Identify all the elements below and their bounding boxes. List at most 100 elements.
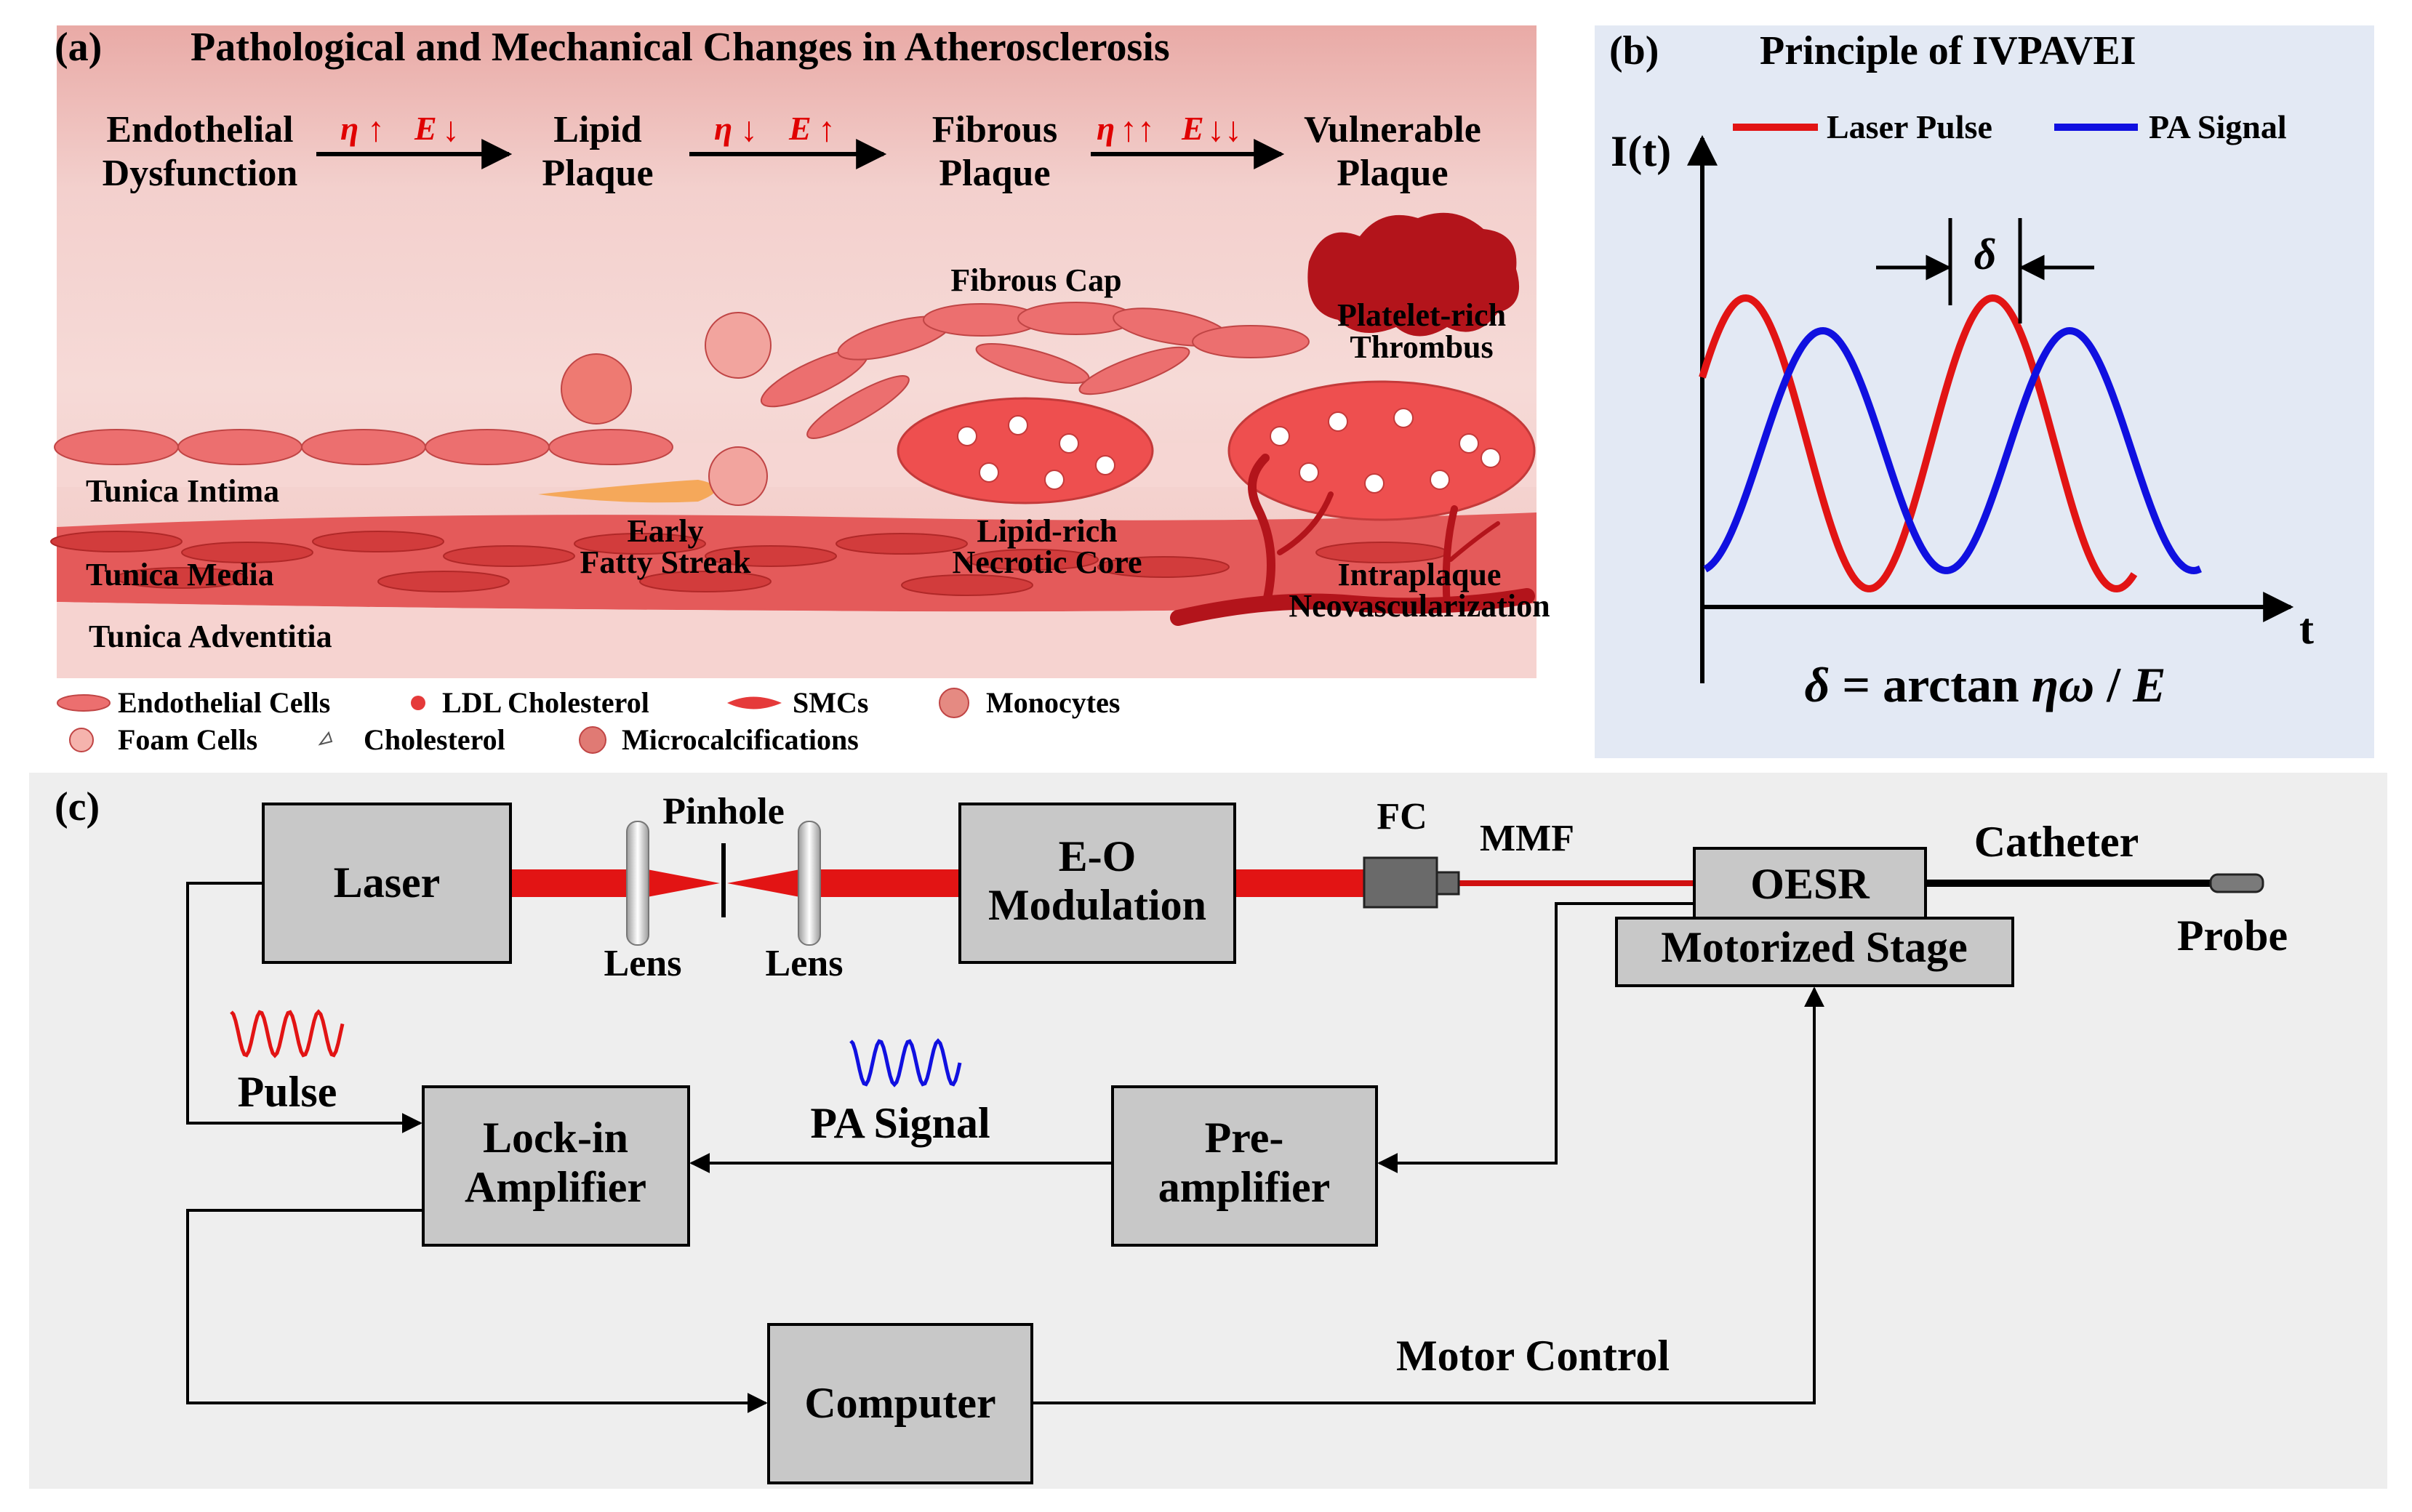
stage-1-line-2: Dysfunction xyxy=(103,153,298,194)
legend-pa-label: PA Signal xyxy=(2149,108,2287,145)
panel-c: (c) Laser E-O Mod xyxy=(29,773,2387,1489)
equation-e: E xyxy=(2132,657,2165,712)
delta-label: δ xyxy=(1974,230,1997,278)
legend-smc: SMCs xyxy=(793,686,868,719)
laser-label: Laser xyxy=(334,858,441,906)
stage-1-line-1: Endothelial xyxy=(106,109,293,150)
computer-box xyxy=(767,1323,1033,1484)
transition-3-e: E xyxy=(1181,110,1204,147)
pa-signal-waveform-icon xyxy=(849,1038,962,1087)
motorized-stage-box xyxy=(1615,917,2014,987)
pulse-waveform-icon xyxy=(230,1009,345,1058)
label-neo-2: Neovascularization xyxy=(1289,588,1550,624)
panel-a-legend: Endothelial Cells LDL Cholesterol SMCs M… xyxy=(57,686,1120,756)
transition-3-eta: η xyxy=(1097,110,1115,147)
fatty-streak xyxy=(538,480,716,503)
necrotic-core xyxy=(897,397,1154,504)
transition-3: η ↑↑ E ↓↓ xyxy=(1091,110,1285,169)
transition-2-e: E xyxy=(788,110,812,147)
label-core-1: Lipid-rich xyxy=(977,513,1117,549)
laser-box xyxy=(262,803,512,964)
endothelial-cell-icon xyxy=(57,694,111,712)
stage-2-line-1: Lipid xyxy=(553,109,641,150)
laser-to-lockin xyxy=(186,882,422,1133)
box-labels: Laser E-O Modulation OESR Motorized Stag… xyxy=(334,832,1968,1427)
transition-1-eta-arrows: ↑ xyxy=(367,110,385,149)
laser-beam-2 xyxy=(814,869,960,897)
legend-laser-label: Laser Pulse xyxy=(1827,108,1992,145)
pulse-label: Pulse xyxy=(238,1068,337,1116)
lockin-label-2: Amplifier xyxy=(465,1163,646,1211)
component-boxes xyxy=(262,803,2014,1484)
label-core-2: Necrotic Core xyxy=(952,544,1142,580)
equation-slash: / xyxy=(2094,657,2133,712)
oesr-to-pre xyxy=(1377,902,1694,1173)
pre-label-1: Pre- xyxy=(1205,1114,1284,1162)
label-adventitia: Tunica Adventitia xyxy=(89,619,332,654)
probe xyxy=(2209,873,2264,893)
panel-c-label: (c) xyxy=(55,784,100,829)
microcalcification-icon xyxy=(579,726,606,754)
pinhole-label: Pinhole xyxy=(662,791,785,832)
core-foam-cells xyxy=(957,415,1115,490)
equation-eta-omega: ηω xyxy=(2032,657,2095,712)
eo-label-1: E-O xyxy=(1059,832,1137,880)
mmf-label: MMF xyxy=(1480,818,1574,859)
smc-icon xyxy=(727,696,782,709)
catheter-label: Catheter xyxy=(1974,818,2139,866)
fc-label: FC xyxy=(1377,796,1427,837)
transition-2: η ↓ E ↑ xyxy=(689,110,887,169)
lens-left xyxy=(626,821,649,946)
pa-signal-wave xyxy=(1703,326,2202,575)
pa-signal-label: PA Signal xyxy=(810,1099,990,1147)
neovascularization xyxy=(1170,454,1535,626)
connectors xyxy=(186,882,1824,1413)
vulnerable-core xyxy=(1227,380,1536,521)
panel-b: (b) Principle of IVPAVEI Laser Pulse PA … xyxy=(1595,25,2374,758)
transition-3-eta-arrows: ↑↑ xyxy=(1120,110,1155,149)
beam-focus-right xyxy=(727,869,800,897)
legend-monocytes: Monocytes xyxy=(986,686,1120,719)
panel-b-label: (b) xyxy=(1609,28,1659,73)
equation: δ = arctan ηω / E xyxy=(1805,657,2166,712)
motor-control-label: Motor Control xyxy=(1396,1332,1670,1380)
equation-delta: δ xyxy=(1805,657,1830,712)
stage-3-line-1: Fibrous xyxy=(932,109,1057,150)
lens-right xyxy=(798,821,821,946)
foam-cell-icon xyxy=(69,728,94,752)
stage-4-line-2: Plaque xyxy=(1337,153,1448,194)
monocyte-icon xyxy=(939,688,969,718)
equation-arctan: = arctan xyxy=(1830,657,2031,712)
legend-endothelial: Endothelial Cells xyxy=(118,686,330,719)
endothelial-row xyxy=(54,429,673,465)
label-streak-2: Fatty Streak xyxy=(580,544,751,580)
legend-foam-cells: Foam Cells xyxy=(118,723,257,756)
y-axis-label: I(t) xyxy=(1611,127,1671,175)
pre-amplifier-box xyxy=(1111,1085,1378,1247)
label-intima: Tunica Intima xyxy=(86,473,279,509)
panel-a-label: (a) xyxy=(55,25,102,70)
beam-focus-left xyxy=(647,869,720,897)
stage-3-line-2: Plaque xyxy=(939,153,1050,194)
ldl-icon xyxy=(411,696,425,710)
fiber-coupler xyxy=(1363,856,1438,909)
eo-label-2: Modulation xyxy=(988,881,1206,929)
stage-labels: Endothelial Dysfunction Lipid Plaque Fib… xyxy=(103,109,1481,194)
x-axis-label: t xyxy=(2299,605,2314,653)
transition-1-e: E xyxy=(414,110,437,147)
free-cells xyxy=(561,312,772,506)
transition-3-e-arrows: ↓↓ xyxy=(1207,110,1242,149)
lens-right-label: Lens xyxy=(766,943,844,984)
computer-label: Computer xyxy=(804,1379,995,1427)
transition-2-eta: η xyxy=(714,110,732,147)
lockin-to-computer xyxy=(186,1209,768,1413)
lens-left-label: Lens xyxy=(604,943,682,984)
label-thrombus-1: Platelet-rich xyxy=(1337,297,1506,333)
label-streak-1: Early xyxy=(627,513,703,549)
stage-label: Motorized Stage xyxy=(1661,923,1968,971)
label-neo-1: Intraplaque xyxy=(1338,557,1502,592)
computer-to-stage xyxy=(1032,986,1824,1404)
label-fibrous-cap: Fibrous Cap xyxy=(950,262,1121,298)
laser-beam-3 xyxy=(1235,869,1364,897)
